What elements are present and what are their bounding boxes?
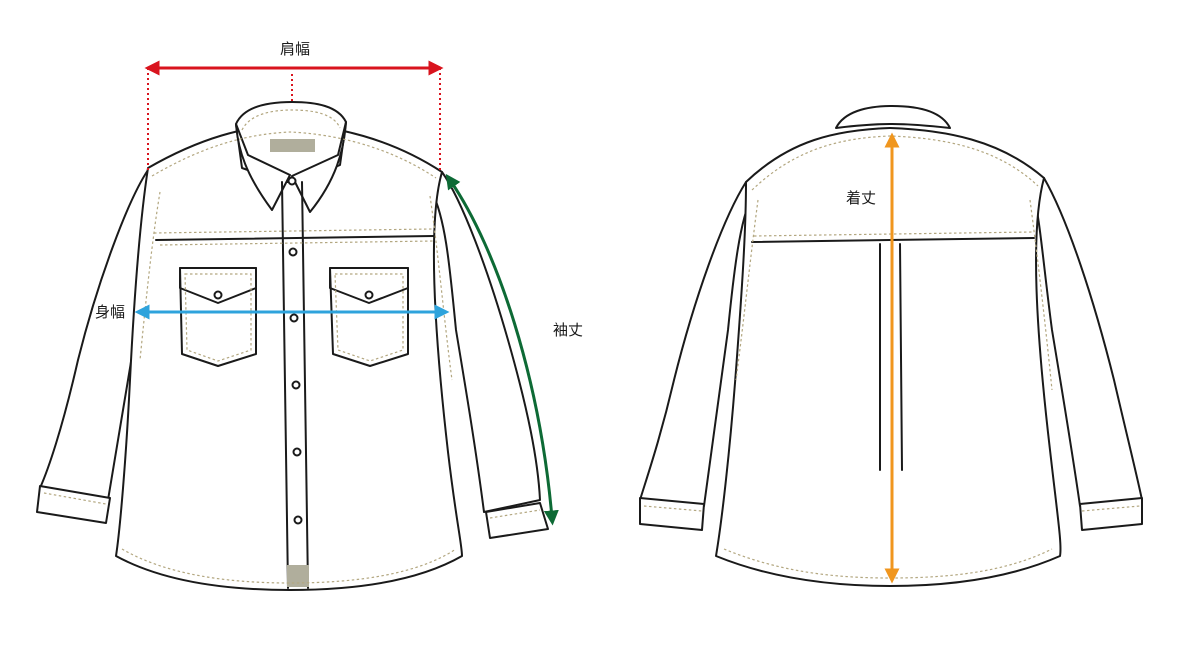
button <box>289 313 299 323</box>
body-width-measure: 身幅 <box>95 303 450 321</box>
back-collar <box>835 105 951 129</box>
sleeve-length-arrow <box>445 173 559 526</box>
pocket-button <box>364 290 374 300</box>
sleeve-length-measure: 袖丈 <box>445 173 583 526</box>
body-length-measure: 着丈 <box>846 132 900 584</box>
front-yoke-seam <box>155 235 435 241</box>
button <box>291 380 301 390</box>
body-length-label: 着丈 <box>846 189 876 207</box>
pocket-button <box>213 290 223 300</box>
back-pleat <box>879 243 903 471</box>
back-left-cuff <box>639 497 705 531</box>
front-right-pocket <box>329 267 409 367</box>
shirt-front-illustration <box>36 101 549 591</box>
shoulder-width-label: 肩幅 <box>280 40 310 58</box>
neck-label-tag <box>270 139 315 152</box>
back-right-cuff <box>1079 497 1143 531</box>
front-body <box>115 123 463 591</box>
back-body <box>715 127 1062 587</box>
sleeve-length-label: 袖丈 <box>553 321 583 339</box>
button <box>292 447 302 457</box>
button <box>293 515 303 525</box>
front-stitching <box>43 109 541 584</box>
body-width-label: 身幅 <box>95 303 125 321</box>
front-collar-right <box>291 121 347 213</box>
button <box>288 247 298 257</box>
hem-label-tag <box>287 565 309 587</box>
front-placket <box>281 181 309 589</box>
front-collar-left <box>235 123 291 211</box>
button <box>287 176 297 186</box>
shoulder-width-measure: 肩幅 <box>144 40 444 172</box>
